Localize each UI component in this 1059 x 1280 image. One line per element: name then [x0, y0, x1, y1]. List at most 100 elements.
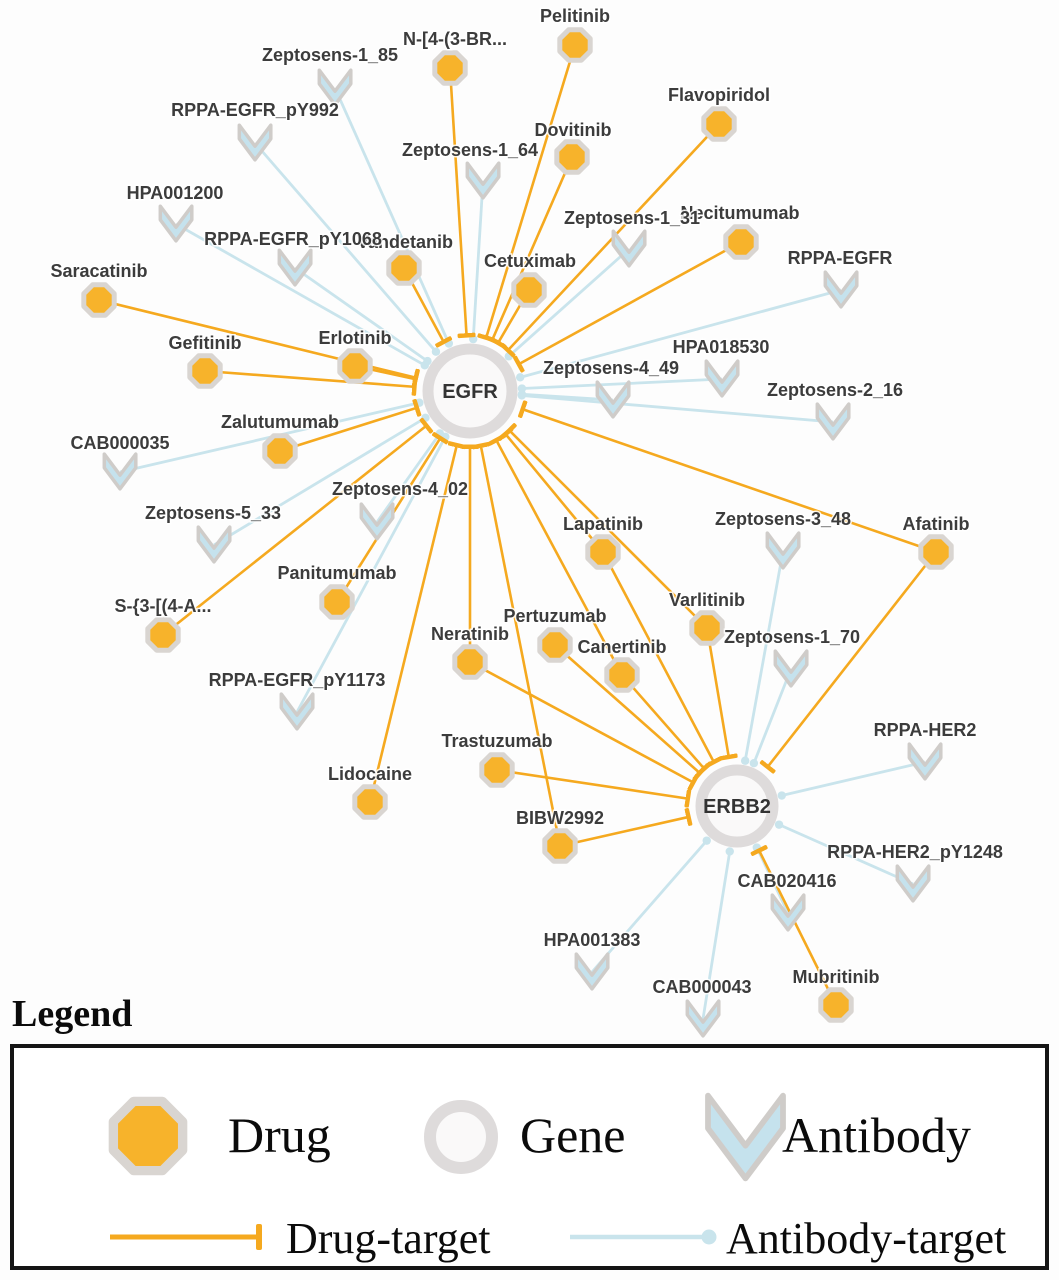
- node-egfr[interactable]: [422, 343, 518, 439]
- node-hpa001200[interactable]: [158, 204, 194, 243]
- label-cab000035: CAB000035: [70, 433, 169, 453]
- edge-rppa-egfr-py1173-EGFR: [295, 432, 450, 713]
- node-cab000043[interactable]: [685, 999, 721, 1038]
- legend-antibody-label: Antibody: [782, 1107, 971, 1163]
- edge-lapatinib-EGFR: [497, 427, 605, 553]
- edge-zalutumumab-EGFR: [279, 398, 422, 453]
- edge-s-3-4-a-EGFR: [162, 417, 434, 637]
- edge-zeptosens-4-02-EGFR: [375, 429, 445, 523]
- node-rppa-her2-py1248[interactable]: [895, 864, 931, 903]
- node-neratinib[interactable]: [452, 644, 488, 680]
- label-rppa-egfr-py992: RPPA-EGFR_pY992: [171, 100, 339, 120]
- legend-drug-label: Drug: [228, 1107, 331, 1163]
- node-n-4-3-br[interactable]: [432, 50, 468, 86]
- edge-zeptosens-1-85-EGFR: [333, 87, 454, 348]
- label-rppa-egfr-py1068: RPPA-EGFR_pY1068: [204, 229, 382, 249]
- node-panitumumab[interactable]: [319, 584, 355, 620]
- antibody-target-edge-icon: [570, 1229, 717, 1245]
- label-hpa018530: HPA018530: [673, 337, 770, 357]
- node-zeptosens-4-49[interactable]: [595, 380, 631, 419]
- node-flavopiridol[interactable]: [701, 106, 737, 142]
- edge-zeptosens-2-16-EGFR: [517, 391, 834, 424]
- node-rppa-egfr-py1068[interactable]: [277, 248, 313, 287]
- node-rppa-her2[interactable]: [907, 742, 943, 781]
- node-hpa001383[interactable]: [574, 952, 610, 991]
- edge-lidocaine-EGFR: [368, 441, 466, 803]
- node-trastuzumab[interactable]: [479, 752, 515, 788]
- node-lapatinib[interactable]: [585, 534, 621, 570]
- node-dovitinib[interactable]: [554, 139, 590, 175]
- edge-gefitinib-EGFR: [204, 369, 418, 396]
- node-canertinib[interactable]: [604, 657, 640, 693]
- edge-zeptosens-5-33-EGFR: [213, 413, 430, 547]
- edge-lapatinib-ERBB2: [601, 551, 723, 768]
- node-erbb2[interactable]: [695, 764, 779, 848]
- node-hpa018530[interactable]: [704, 359, 740, 398]
- node-zeptosens-1-64[interactable]: [465, 161, 501, 200]
- edge-zeptosens-1-64-EGFR: [469, 180, 485, 344]
- drug-octagon-icon: [108, 1096, 188, 1176]
- edge-hpa018530-EGFR: [517, 377, 723, 393]
- node-cab020416[interactable]: [770, 893, 806, 932]
- edge-necitumumab-EGFR: [513, 240, 742, 373]
- label-pertuzumab: Pertuzumab: [503, 606, 606, 626]
- node-afatinib[interactable]: [918, 534, 954, 570]
- gene-circle-icon: [424, 1100, 498, 1174]
- label-rppa-her2-py1248: RPPA-HER2_pY1248: [827, 842, 1003, 862]
- node-pelitinib[interactable]: [557, 27, 593, 63]
- label-rppa-her2: RPPA-HER2: [874, 720, 977, 740]
- node-s-3-4-a[interactable]: [145, 617, 181, 653]
- edge-afatinib-EGFR: [518, 400, 937, 554]
- label-zeptosens-4-02: Zeptosens-4_02: [332, 479, 468, 499]
- edge-zeptosens-1-31-EGFR: [504, 247, 630, 361]
- node-saracatinib[interactable]: [81, 282, 117, 318]
- label-varlitinib: Varlitinib: [669, 590, 745, 610]
- node-rppa-egfr[interactable]: [823, 270, 859, 309]
- label-zeptosens-1-70: Zeptosens-1_70: [724, 627, 860, 647]
- edge-pertuzumab-ERBB2: [554, 644, 707, 781]
- node-pertuzumab[interactable]: [537, 627, 573, 663]
- label-zeptosens-3-48: Zeptosens-3_48: [715, 509, 851, 529]
- edge-zeptosens-1-70-ERBB2: [749, 668, 793, 768]
- node-necitumumab[interactable]: [723, 224, 759, 260]
- legend-box: Drug Gene Antibody Drug-target Antibody-…: [10, 1044, 1049, 1270]
- node-rppa-egfr-py992[interactable]: [237, 123, 273, 162]
- label-n-4-3-br: N-[4-(3-BR...: [403, 29, 507, 49]
- label-flavopiridol: Flavopiridol: [668, 85, 770, 105]
- node-erlotinib[interactable]: [337, 348, 373, 384]
- label-gefitinib: Gefitinib: [169, 333, 242, 353]
- node-bibw2992[interactable]: [542, 828, 578, 864]
- label-neratinib: Neratinib: [431, 624, 509, 644]
- node-rppa-egfr-py1173[interactable]: [279, 692, 315, 731]
- label-zeptosens-1-31: Zeptosens-1_31: [564, 208, 700, 228]
- node-cetuximab[interactable]: [511, 272, 547, 308]
- edge-pelitinib-EGFR: [477, 44, 577, 343]
- node-zeptosens-5-33[interactable]: [196, 525, 232, 564]
- label-lapatinib: Lapatinib: [563, 514, 643, 534]
- node-zeptosens-1-70[interactable]: [773, 649, 809, 688]
- label-rppa-egfr-py1173: RPPA-EGFR_pY1173: [209, 670, 386, 690]
- edge-varlitinib-ERBB2: [705, 627, 738, 761]
- node-cab000035[interactable]: [102, 452, 138, 491]
- label-trastuzumab: Trastuzumab: [441, 731, 552, 751]
- label-necitumumab: Necitumumab: [680, 203, 799, 223]
- legend-antibody-target-label: Antibody-target: [726, 1214, 1007, 1263]
- legend-gene-label: Gene: [520, 1107, 626, 1163]
- label-lidocaine: Lidocaine: [328, 764, 412, 784]
- node-zeptosens-3-48[interactable]: [765, 531, 801, 570]
- node-vandetanib[interactable]: [386, 250, 422, 286]
- node-zeptosens-2-16[interactable]: [815, 402, 851, 441]
- edge-zeptosens-3-48-ERBB2: [740, 550, 785, 765]
- node-gefitinib[interactable]: [187, 353, 223, 389]
- node-varlitinib[interactable]: [689, 610, 725, 646]
- edge-cab000043-ERBB2: [701, 847, 734, 1020]
- node-mubritinib[interactable]: [818, 987, 854, 1023]
- node-lidocaine[interactable]: [352, 784, 388, 820]
- node-zeptosens-1-85[interactable]: [317, 68, 353, 107]
- edge-rppa-egfr-EGFR: [515, 288, 842, 382]
- node-zeptosens-4-02[interactable]: [359, 502, 395, 541]
- node-zalutumumab[interactable]: [262, 433, 298, 469]
- node-zeptosens-1-31[interactable]: [611, 229, 647, 268]
